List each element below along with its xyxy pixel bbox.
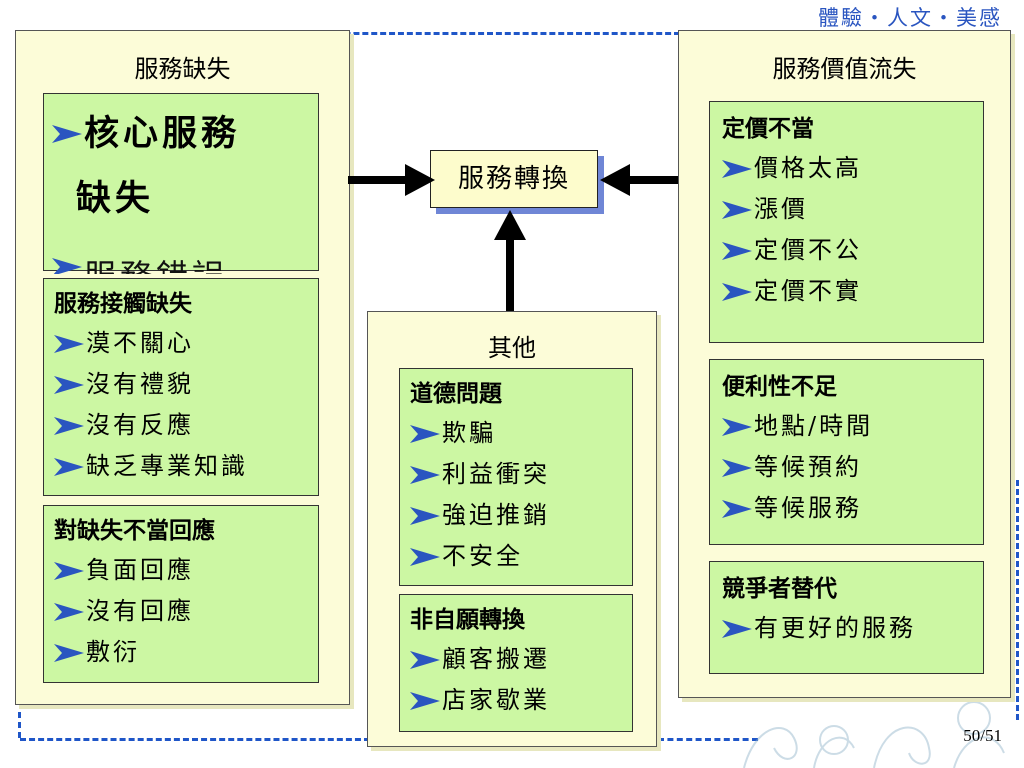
arrow-right-icon [348, 164, 435, 196]
bullet-arrow-icon [52, 125, 82, 143]
list-item: 定價不實 [722, 271, 971, 312]
bullet-arrow-icon [54, 457, 84, 476]
list-item: 定價不公 [722, 230, 971, 271]
bullet-arrow-icon [722, 499, 752, 518]
bullet-arrow-icon [54, 643, 84, 662]
list-item: 漠不關心 [54, 323, 308, 364]
service-switching-box: 服務轉換 [430, 150, 598, 208]
panel-title-service-failure: 服務缺失 [134, 55, 231, 83]
bullet-arrow-icon [54, 416, 84, 435]
involuntary-switching-title: 非自願轉換 [410, 606, 525, 633]
contact-failure-box: 服務接觸缺失 漠不關心 沒有禮貌 沒有反應 缺乏專業知識 [43, 278, 319, 496]
list-item: 沒有反應 [54, 405, 308, 446]
improper-response-box: 對缺失不當回應 負面回應 沒有回應 敷衍 [43, 505, 319, 683]
core-failure-title-line2: 缺失 [76, 178, 155, 219]
list-item: 不安全 [410, 536, 622, 577]
list-item: 等候預約 [722, 447, 971, 488]
improper-response-title: 對缺失不當回應 [54, 517, 215, 544]
bullet-arrow-icon [410, 547, 440, 566]
competitor-title: 競爭者替代 [722, 575, 837, 602]
bullet-arrow-icon [722, 241, 752, 260]
floral-watermark [743, 701, 1005, 768]
convenience-title: 便利性不足 [722, 373, 837, 400]
core-failure-box: 核心服務 缺失 [43, 93, 319, 271]
core-failure-overflow: 服務錯誤 [52, 258, 317, 274]
list-item: 利益衝突 [410, 454, 622, 495]
list-item: 敷衍 [54, 632, 308, 673]
core-failure-title-line1: 核心服務 [84, 113, 241, 154]
list-item: 漲價 [722, 189, 971, 230]
brand-tagline: 體驗・人文・美感 [818, 6, 1002, 30]
bullet-arrow-icon [722, 458, 752, 477]
bullet-arrow-icon [410, 506, 440, 525]
list-item: 沒有禮貌 [54, 364, 308, 405]
panel-title-other: 其他 [488, 334, 536, 362]
arrow-left-icon [600, 164, 681, 196]
ethics-box: 道德問題 欺騙 利益衝突 強迫推銷 不安全 [399, 368, 633, 586]
bullet-arrow-icon [722, 417, 752, 436]
frame-right-dash [1016, 480, 1019, 720]
list-item: 沒有回應 [54, 591, 308, 632]
core-failure-overflow-item: 服務錯誤 [84, 258, 228, 274]
list-item: 店家歇業 [410, 680, 622, 721]
involuntary-switching-box: 非自願轉換 顧客搬遷 店家歇業 [399, 594, 633, 732]
bullet-arrow-icon [722, 159, 752, 178]
frame-bottom-dash-left [20, 738, 370, 741]
list-item: 強迫推銷 [410, 495, 622, 536]
list-item: 負面回應 [54, 550, 308, 591]
pricing-box: 定價不當 價格太高 漲價 定價不公 定價不實 [709, 101, 984, 343]
panel-title-value-loss: 服務價值流失 [772, 55, 917, 83]
frame-left-dash [18, 712, 21, 738]
convenience-box: 便利性不足 地點/時間 等候預約 等候服務 [709, 359, 984, 545]
ethics-title: 道德問題 [410, 380, 502, 407]
list-item: 價格太高 [722, 148, 971, 189]
bullet-arrow-icon [722, 619, 752, 638]
frame-top-dash [300, 32, 680, 35]
core-failure-heading: 核心服務 [52, 104, 310, 164]
bullet-arrow-icon [410, 424, 440, 443]
page-number: 50/51 [963, 726, 1002, 745]
bullet-arrow-icon [722, 200, 752, 219]
competitor-box: 競爭者替代 有更好的服務 [709, 561, 984, 674]
bullet-arrow-icon [410, 465, 440, 484]
list-item: 等候服務 [722, 488, 971, 529]
list-item: 有更好的服務 [722, 608, 971, 649]
list-item: 顧客搬遷 [410, 639, 622, 680]
bullet-arrow-icon [410, 691, 440, 710]
pricing-title: 定價不當 [722, 115, 814, 142]
bullet-arrow-icon [410, 650, 440, 669]
bullet-arrow-icon [54, 602, 84, 621]
frame-bottom-dash-right [658, 738, 758, 741]
list-item: 欺騙 [410, 413, 622, 454]
bullet-arrow-icon [722, 282, 752, 301]
bullet-arrow-icon [54, 334, 84, 353]
bullet-arrow-icon [54, 561, 84, 580]
contact-failure-title: 服務接觸缺失 [54, 290, 192, 317]
bullet-arrow-icon [54, 375, 84, 394]
bullet-arrow-icon [52, 258, 82, 274]
list-item: 地點/時間 [722, 406, 971, 447]
arrow-up-icon [494, 210, 526, 312]
list-item: 缺乏專業知識 [54, 446, 308, 487]
